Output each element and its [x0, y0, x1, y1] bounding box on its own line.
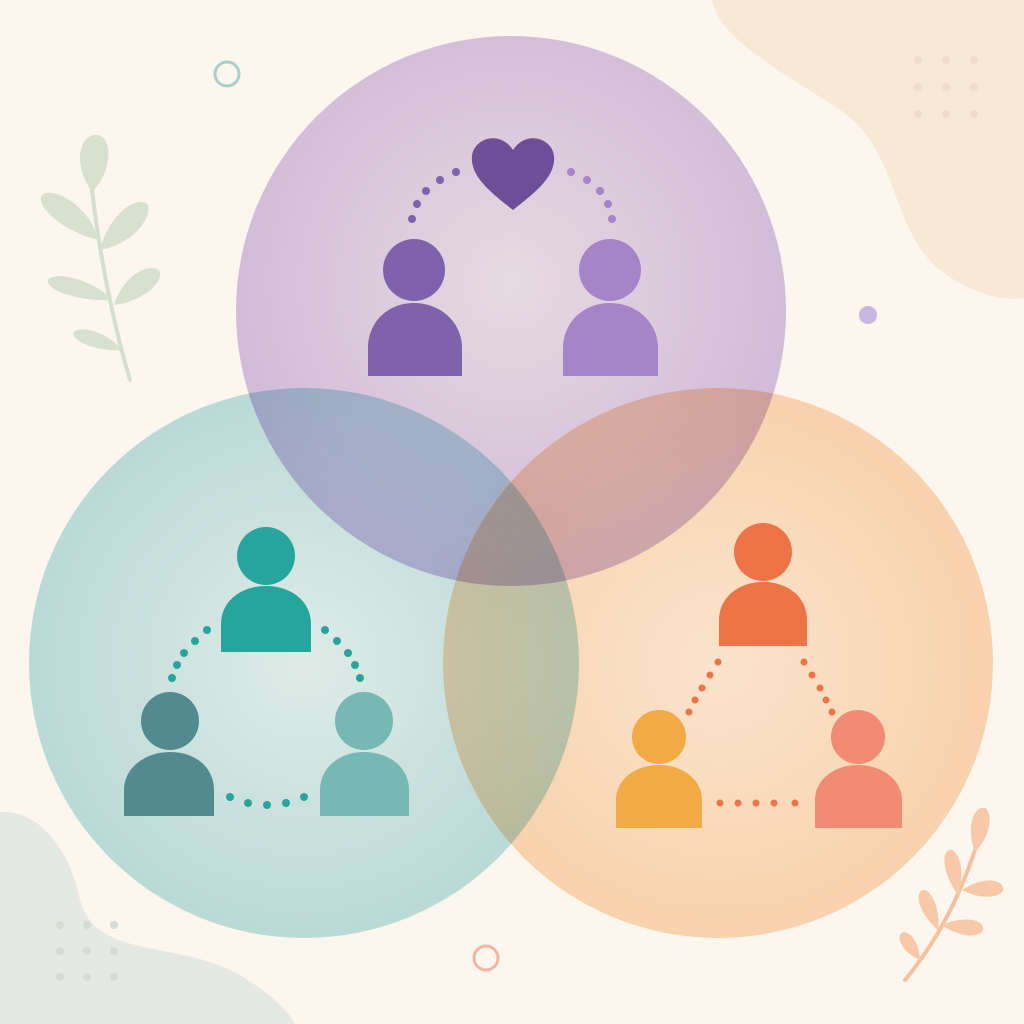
- dot-grid-top-right: [914, 56, 978, 118]
- dotted-connector: [321, 626, 364, 682]
- friends-group: [124, 527, 409, 816]
- dotted-connector-right: [567, 168, 616, 223]
- couple-group: [368, 138, 658, 376]
- dotted-connector: [716, 799, 799, 807]
- heart-icon: [471, 138, 555, 210]
- dotted-connector: [685, 658, 722, 716]
- person-icon: [719, 523, 807, 646]
- leaf-sprig-icon: [40, 134, 161, 382]
- person-icon: [616, 710, 702, 828]
- leaf-sprig-icon: [899, 807, 1004, 982]
- person-icon: [221, 527, 311, 652]
- background-blob-top-right: [712, 0, 1024, 299]
- ring-icon: [472, 944, 500, 972]
- venn-circles: [29, 36, 993, 938]
- person-icon: [563, 239, 658, 376]
- dotted-connector: [226, 793, 308, 809]
- dot-icon: [859, 306, 877, 324]
- family-group: [616, 523, 902, 828]
- dotted-connector: [168, 626, 211, 682]
- venn-circle-purple: [236, 36, 786, 586]
- person-icon: [124, 692, 214, 816]
- ring-icon: [213, 60, 241, 88]
- person-icon: [368, 239, 462, 376]
- dotted-connector: [800, 658, 836, 716]
- background-blob-bottom-left: [0, 811, 295, 1024]
- person-icon: [815, 710, 902, 828]
- dotted-connector-left: [408, 168, 460, 223]
- person-icon: [320, 692, 409, 816]
- dot-grid-bottom-left: [56, 921, 118, 981]
